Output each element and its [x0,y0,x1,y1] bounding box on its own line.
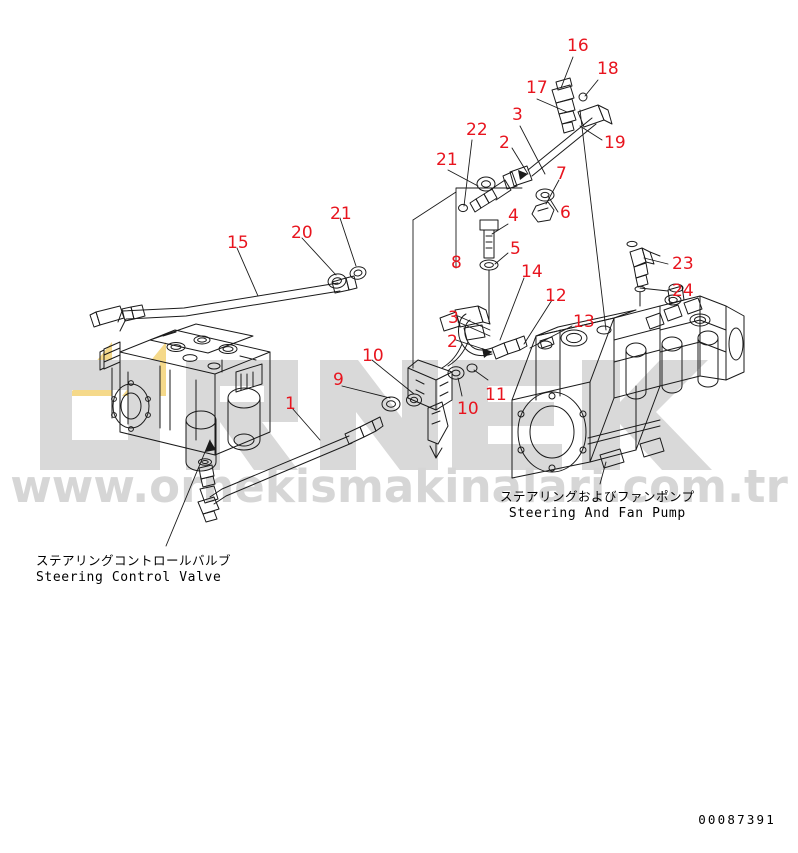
callout-19: 19 [604,133,626,153]
callout-8: 8 [451,253,462,273]
callout-2a: 2 [499,133,510,153]
steering-and-fan-pump-body [511,283,745,479]
callout-24: 24 [672,281,694,301]
callout-15: 15 [227,233,249,253]
callout-7: 7 [556,164,567,184]
callout-13: 13 [573,312,595,332]
callout-1: 1 [285,394,296,414]
caption-scv-jp: ステアリングコントロールバルブ [36,553,232,568]
callout-12: 12 [545,286,567,306]
callout-4: 4 [508,206,519,226]
callout-5: 5 [510,239,521,259]
caption-safp-jp: ステアリングおよびファンポンプ [500,489,695,504]
callout-2b: 2 [447,332,458,352]
fittings-23-24 [626,240,661,307]
callout-20: 20 [291,223,313,243]
caption-steering-and-fan-pump: ステアリングおよびファンポンプ Steering And Fan Pump [500,489,695,522]
callout-10a: 10 [362,346,384,366]
caption-steering-control-valve: ステアリングコントロールバルブ Steering Control Valve [36,553,231,586]
hose-15 [89,266,367,332]
callout-21a: 21 [436,150,458,170]
caption-safp-en: Steering And Fan Pump [508,506,686,521]
callout-3b: 3 [448,308,459,328]
callout-21b: 21 [330,204,352,224]
callout-18: 18 [597,59,619,79]
callout-17: 17 [526,78,548,98]
steering-control-valve-body [99,323,271,472]
callout-9: 9 [333,370,344,390]
callout-22: 22 [466,120,488,140]
callout-6: 6 [560,203,571,223]
document-number: 00087391 [698,812,776,827]
callout-14: 14 [521,262,543,282]
callout-10b: 10 [457,399,479,419]
tube-assembly-3 [439,219,528,369]
callout-23: 23 [672,254,694,274]
callout-16: 16 [567,36,589,56]
caption-scv-en: Steering Control Valve [36,570,222,585]
leader-lines [165,56,669,547]
hose-1 [197,416,384,523]
upper-tube-assembly [458,77,613,223]
callout-3a: 3 [512,105,523,125]
callout-11: 11 [485,385,507,405]
